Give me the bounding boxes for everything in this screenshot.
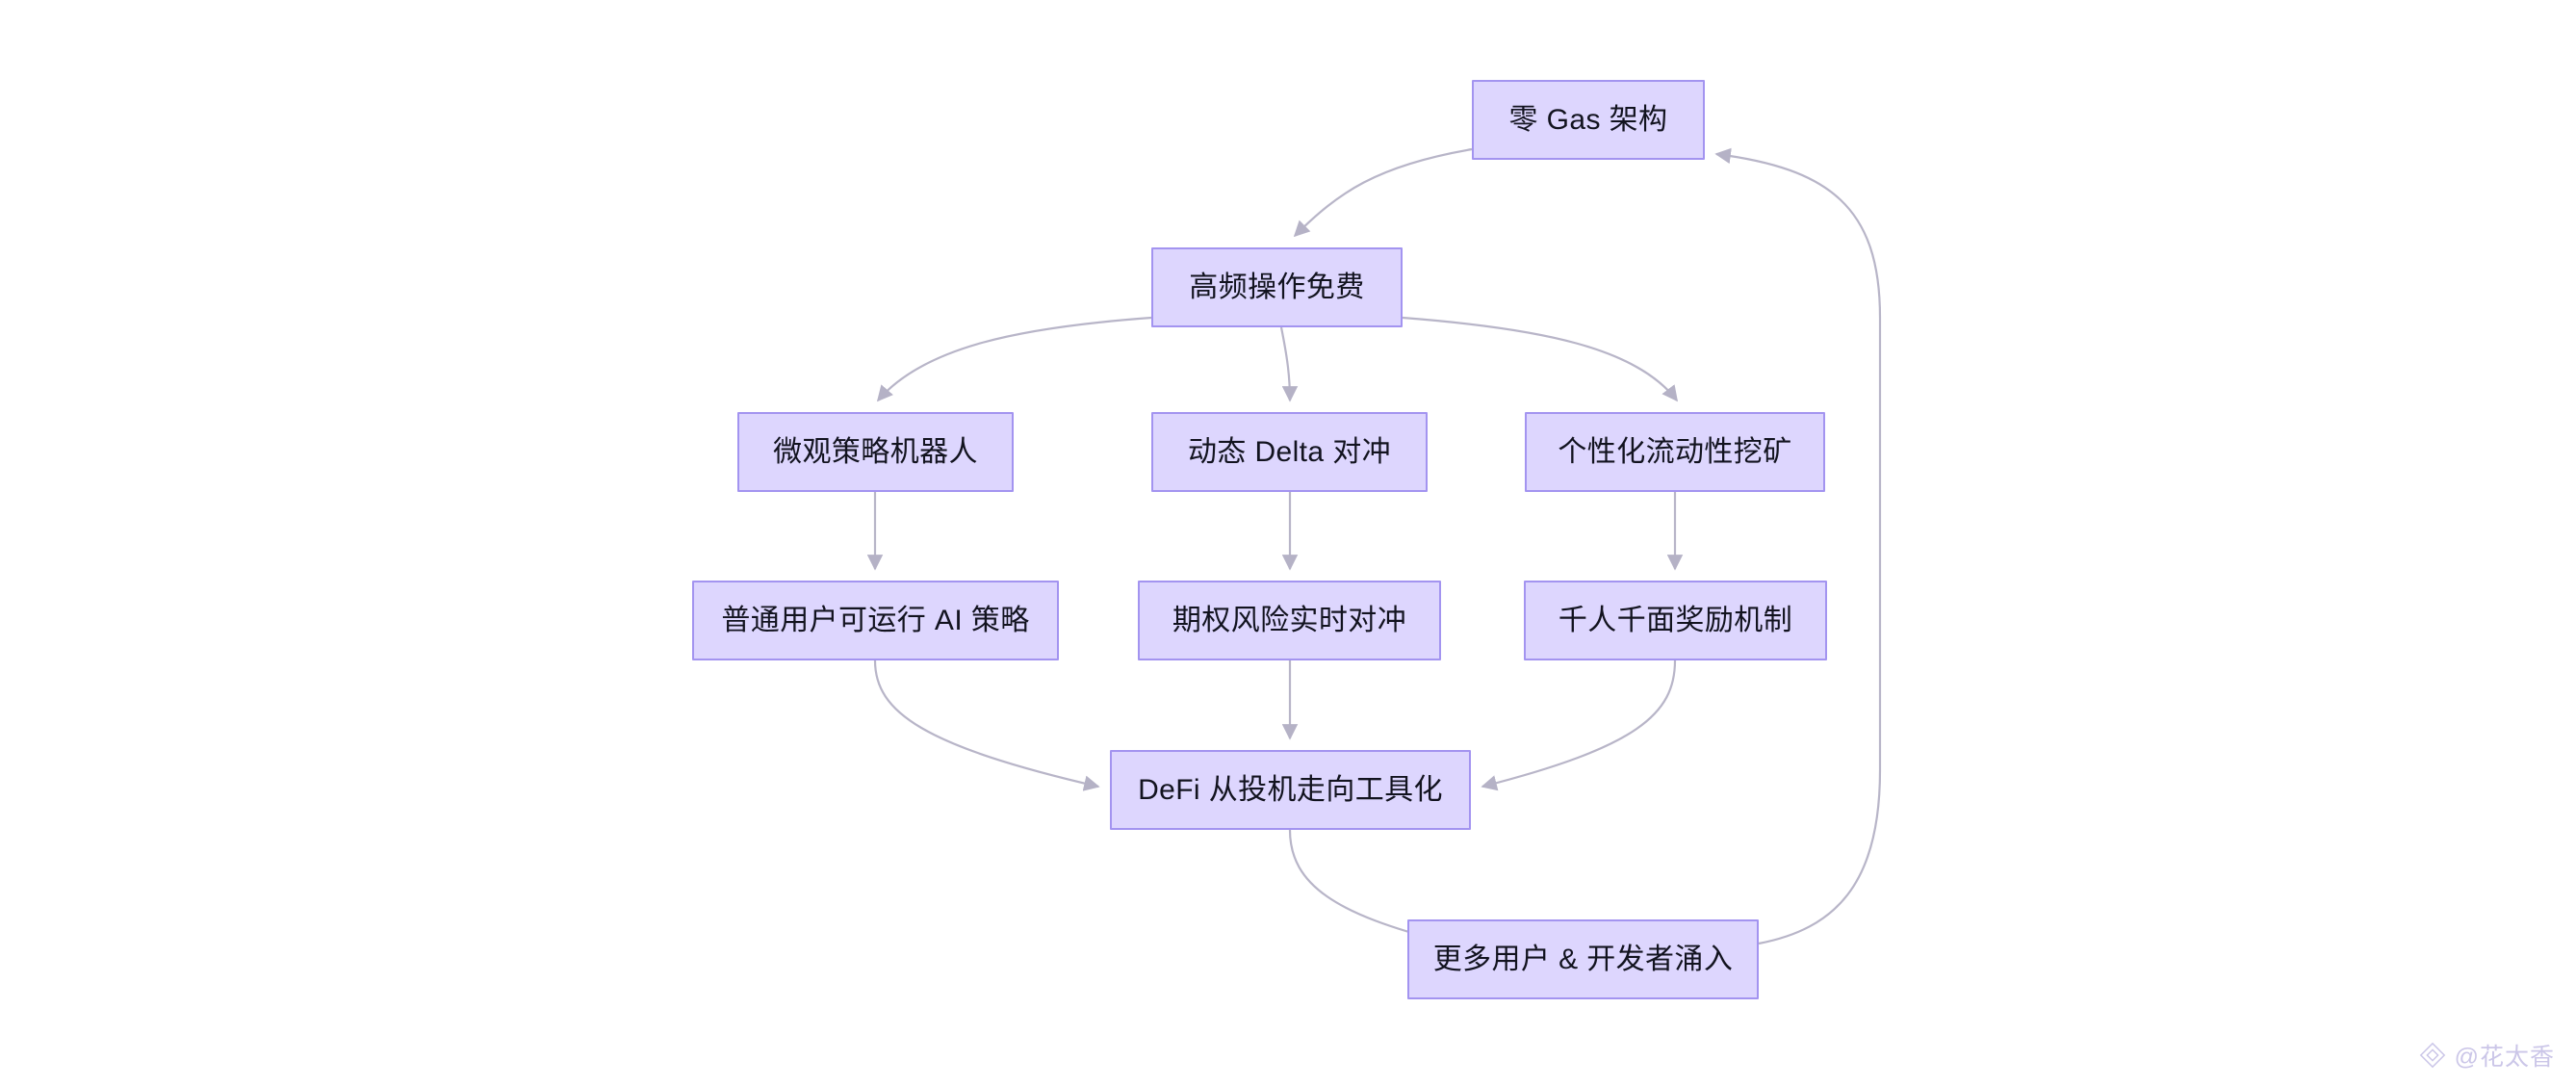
watermark: @花太香 [2418,1038,2555,1073]
edge-high-freq-free-to-micro-bot [876,316,1152,402]
node-high-freq-free-label: 高频操作免费 [1189,271,1365,303]
node-zero-gas-label: 零 Gas 架构 [1508,103,1668,136]
node-more-users-label: 更多用户 & 开发者涌入 [1432,943,1734,975]
edge-reward-system-to-defi-tooling [1481,659,1677,791]
node-reward-system-label: 千人千面奖励机制 [1558,604,1793,636]
node-ai-strategy[interactable]: 普通用户可运行 AI 策略 [692,581,1059,660]
node-micro-bot-label: 微观策略机器人 [773,435,978,468]
edge-zero-gas-to-high-freq-free [1293,147,1473,238]
node-delta-hedge-label: 动态 Delta 对冲 [1187,435,1392,468]
node-option-risk[interactable]: 期权风险实时对冲 [1138,581,1441,660]
node-high-freq-free[interactable]: 高频操作免费 [1151,247,1403,327]
watermark-handle: @花太香 [2454,1044,2555,1071]
node-delta-hedge[interactable]: 动态 Delta 对冲 [1151,412,1428,492]
diamond-logo-icon [2419,1042,2445,1069]
node-more-users[interactable]: 更多用户 & 开发者涌入 [1407,919,1759,999]
node-personal-mining-label: 个性化流动性挖矿 [1558,435,1792,468]
edge-high-freq-free-to-delta-hedge [1279,326,1299,402]
node-defi-tooling-label: DeFi 从投机走向工具化 [1138,773,1443,806]
node-ai-strategy-label: 普通用户可运行 AI 策略 [721,604,1030,636]
node-option-risk-label: 期权风险实时对冲 [1172,604,1407,636]
node-zero-gas[interactable]: 零 Gas 架构 [1472,80,1705,160]
edge-more-users-to-zero-gas [1714,147,1882,945]
edge-ai-strategy-to-defi-tooling [873,659,1100,791]
node-defi-tooling[interactable]: DeFi 从投机走向工具化 [1110,750,1471,830]
node-reward-system[interactable]: 千人千面奖励机制 [1524,581,1827,660]
edge-high-freq-free-to-personal-mining [1402,316,1679,402]
node-personal-mining[interactable]: 个性化流动性挖矿 [1525,412,1825,492]
node-micro-bot[interactable]: 微观策略机器人 [737,412,1014,492]
